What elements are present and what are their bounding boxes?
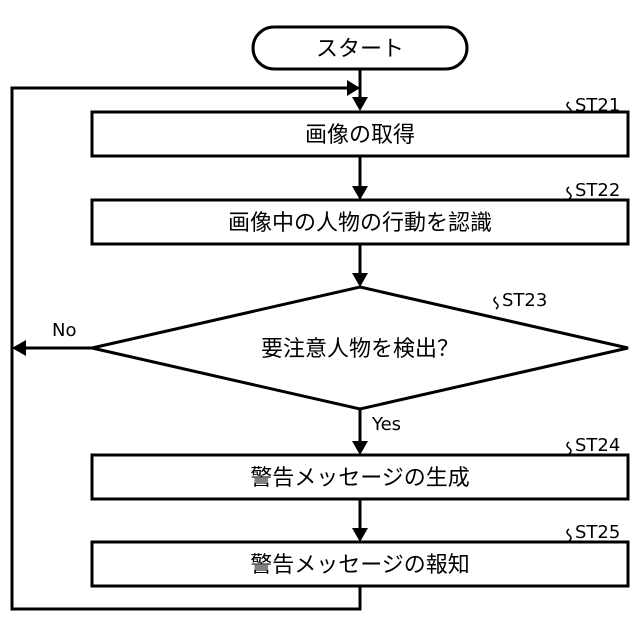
branch-label-yes: Yes bbox=[371, 414, 401, 435]
start-label: スタート bbox=[316, 37, 404, 62]
step-code-tick-st24 bbox=[567, 442, 571, 454]
arrowhead-st22-st23 bbox=[352, 273, 368, 287]
step-code-st23: ST23 bbox=[502, 290, 547, 311]
process-label-st24: 警告メッセージの生成 bbox=[250, 466, 470, 491]
arrowhead-start-st21 bbox=[352, 97, 368, 111]
step-code-tick-st22 bbox=[567, 187, 571, 199]
arrowhead-loop-back bbox=[347, 80, 360, 96]
step-code-st25: ST25 bbox=[575, 522, 620, 543]
arrowhead-st24-st25 bbox=[352, 528, 368, 542]
arrowhead-yes-branch bbox=[352, 441, 368, 455]
arrowhead-no-branch bbox=[12, 340, 26, 356]
step-code-tick-st25 bbox=[567, 529, 571, 541]
branch-label-no: No bbox=[52, 320, 76, 341]
decision-label-st23: 要注意人物を検出？ bbox=[261, 337, 459, 362]
arrowhead-st21-st22 bbox=[352, 186, 368, 200]
process-label-st21: 画像の取得 bbox=[305, 123, 415, 148]
start-terminal: スタート bbox=[253, 27, 467, 69]
step-code-tick-st23 bbox=[494, 297, 498, 309]
process-label-st25: 警告メッセージの報知 bbox=[250, 553, 470, 578]
step-code-st22: ST22 bbox=[575, 180, 620, 201]
step-code-st24: ST24 bbox=[575, 435, 620, 456]
decision-st23: ST23 要注意人物を検出？ bbox=[92, 287, 628, 409]
process-label-st22: 画像中の人物の行動を認識 bbox=[228, 211, 492, 236]
